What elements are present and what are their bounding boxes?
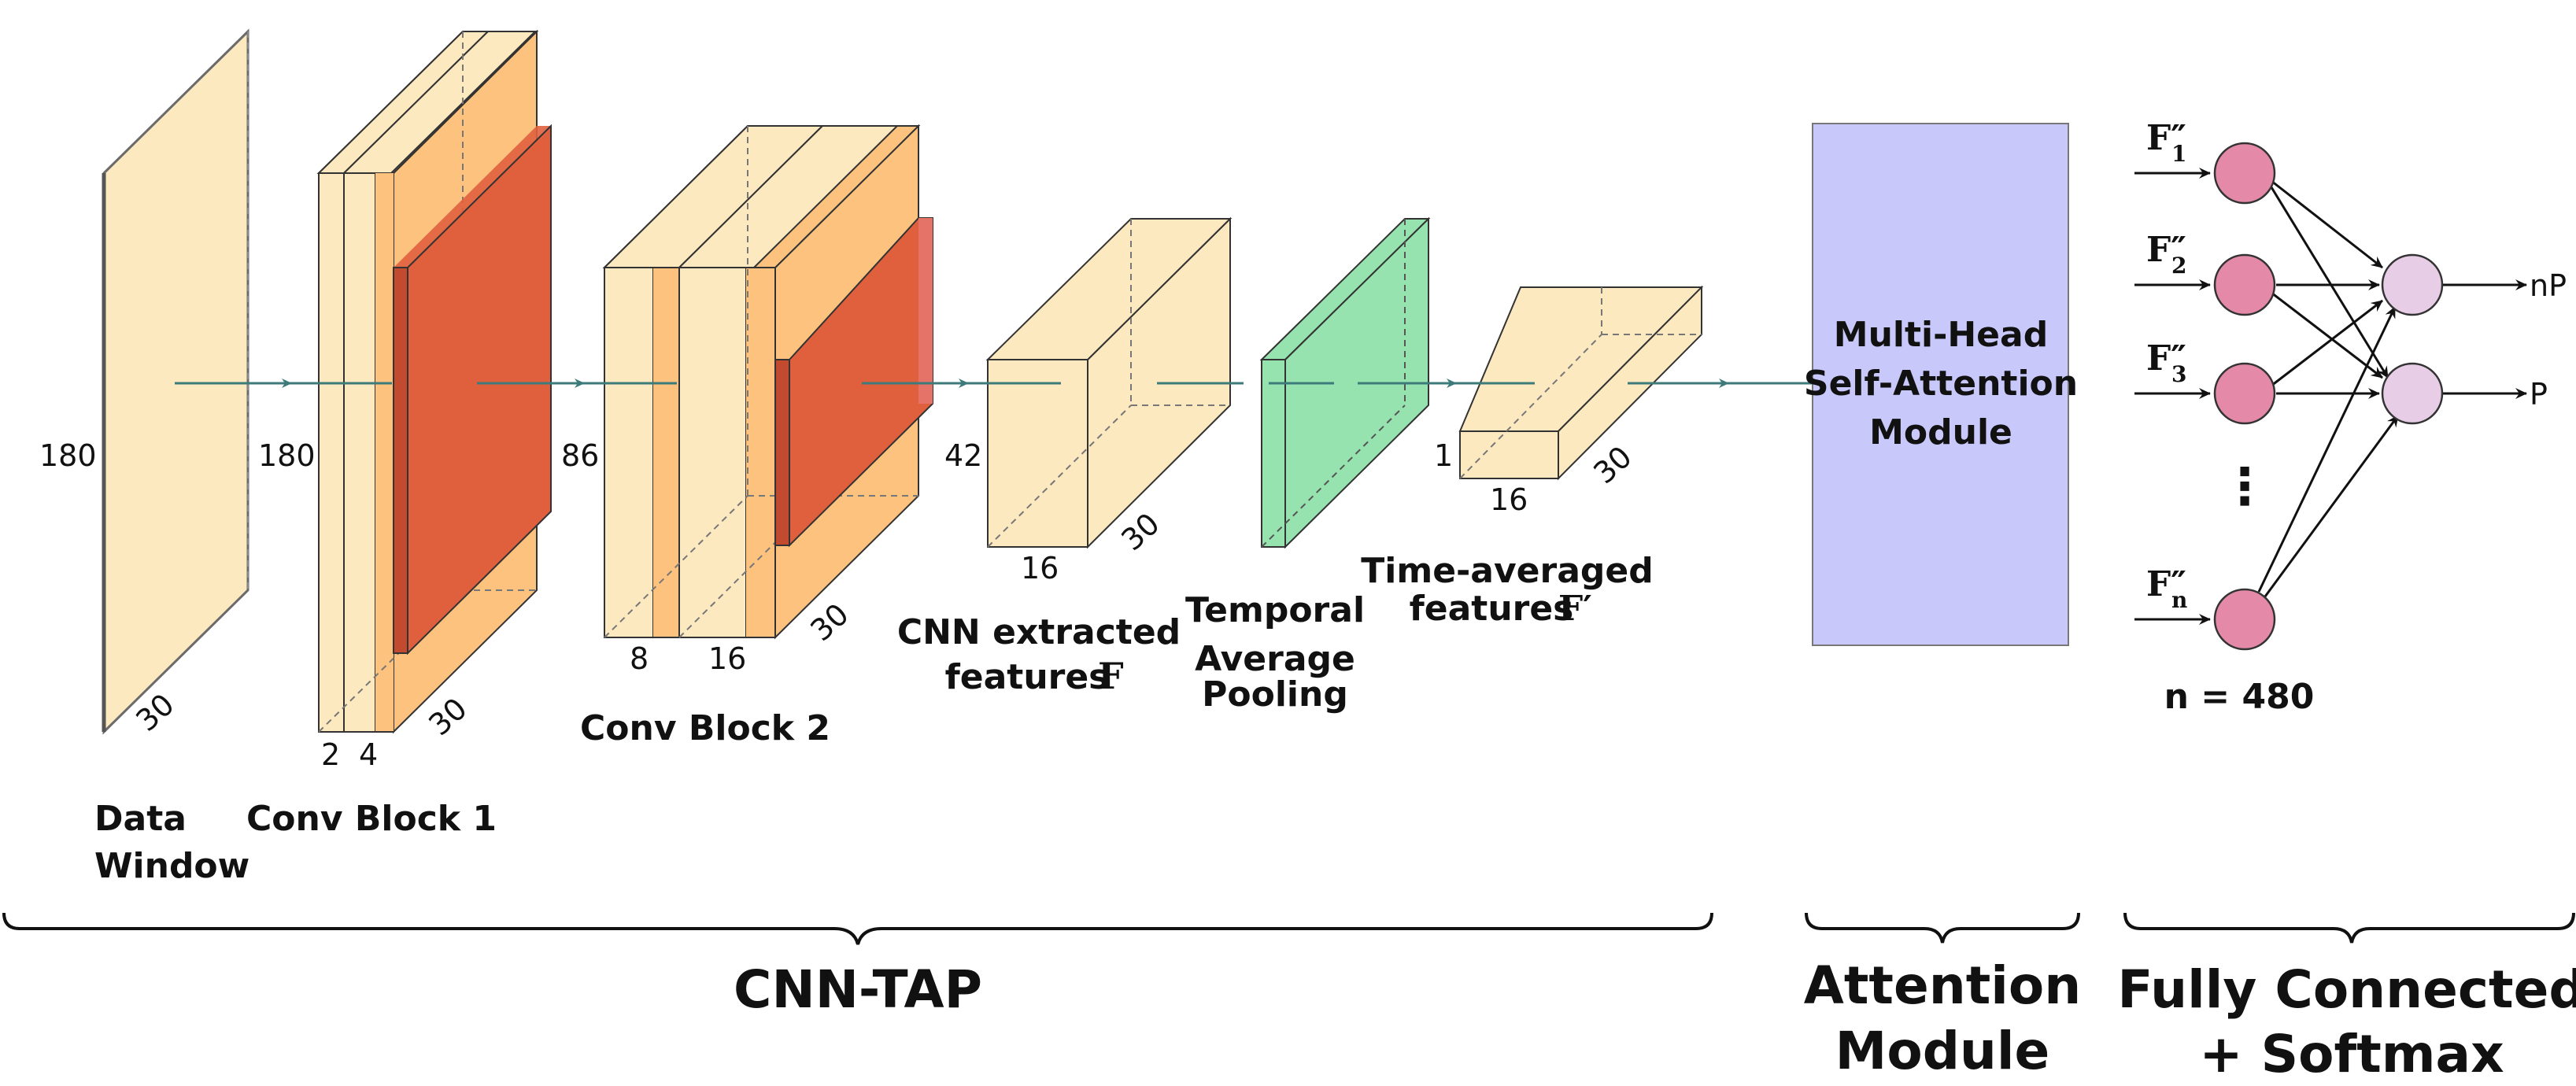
time-averaged-label-line1: Time-averaged xyxy=(1361,551,1654,591)
section-label-attention-line2: Module xyxy=(1835,1021,2050,1081)
temporal-pooling-label-line1: Temporal xyxy=(1185,590,1365,630)
conv-block-1-volume xyxy=(316,29,552,734)
input-node-2 xyxy=(2213,253,2276,316)
data-window-height-label: 180 xyxy=(39,438,97,473)
attention-module-box xyxy=(1812,123,2069,646)
time-averaged-symbol: F′ xyxy=(1558,589,1592,629)
data-window-label-line2: Window xyxy=(94,846,249,886)
fc-input-label-2: F″ xyxy=(2146,230,2186,270)
conv-block-2-depth-label: 30 xyxy=(804,597,855,648)
fc-input-subscript-1: 1 xyxy=(2171,141,2186,167)
output-label-p: P xyxy=(2530,377,2548,412)
cnn-features-label-line1: CNN extracted xyxy=(897,612,1181,652)
fc-ellipsis: ⋮ xyxy=(2219,458,2270,516)
conv-block-2-width-b-label: 16 xyxy=(708,641,746,676)
temporal-pooling-label-line2: Average xyxy=(1195,639,1355,679)
brace-attention xyxy=(1805,912,2080,944)
n-count-label: n = 480 xyxy=(2164,677,2315,717)
input-node-n xyxy=(2213,588,2276,651)
section-braces xyxy=(2,912,2575,945)
section-label-fc-line2: + Softmax xyxy=(2199,1024,2504,1084)
brace-cnn-tap xyxy=(2,912,1713,945)
temporal-pooling-slab xyxy=(1259,216,1431,549)
conv-block-1-depth-label: 30 xyxy=(422,691,473,742)
data-window-slab xyxy=(102,28,249,735)
cnn-features-height-label: 42 xyxy=(944,438,982,473)
attention-module-line1: Multi-Head xyxy=(1834,315,2048,355)
fc-input-subscript-3: 3 xyxy=(2171,361,2186,387)
conv-block-2-width-a-label: 8 xyxy=(630,641,649,676)
conv-block-2-volume xyxy=(602,124,933,640)
output-label-np: nP xyxy=(2530,268,2567,303)
data-window-label-line1: Data xyxy=(94,799,187,839)
fc-input-subscript-n: n xyxy=(2171,587,2187,613)
input-node-3 xyxy=(2213,362,2276,425)
temporal-pooling-label-line3: Pooling xyxy=(1202,674,1348,715)
fc-input-subscript-2: 2 xyxy=(2171,253,2186,279)
section-label-cnn-tap: CNN-TAP xyxy=(734,959,982,1020)
conv-block-2-height-label: 86 xyxy=(561,438,599,473)
attention-module-line3: Module xyxy=(1869,412,2012,452)
conv-block-1-width-b-label: 4 xyxy=(359,737,378,772)
fc-connections xyxy=(2134,168,2527,625)
time-averaged-height-label: 1 xyxy=(1434,438,1453,473)
time-averaged-width-label: 16 xyxy=(1490,482,1528,517)
fc-input-label-1: F″ xyxy=(2146,118,2186,158)
conv-block-2-label: Conv Block 2 xyxy=(580,708,830,748)
cnn-features-width-label: 16 xyxy=(1021,551,1059,585)
cnn-features-label-line2: features xyxy=(945,657,1110,697)
time-averaged-label-line2: features xyxy=(1410,589,1574,629)
cnn-features-depth-label: 30 xyxy=(1114,506,1166,557)
section-label-attention-line1: Attention xyxy=(1804,955,2081,1016)
attention-module-line2: Self-Attention xyxy=(1804,364,2078,404)
section-label-fc-line1: Fully Connected xyxy=(2117,959,2576,1020)
fc-input-label-n: F″ xyxy=(2146,564,2186,604)
brace-fc xyxy=(2123,912,2575,944)
conv-block-1-width-a-label: 2 xyxy=(321,737,340,772)
input-node-1 xyxy=(2213,142,2276,205)
output-node-np xyxy=(2381,253,2444,316)
output-node-p xyxy=(2381,362,2444,425)
conv-block-1-height-label: 180 xyxy=(258,438,316,473)
time-averaged-depth-label: 30 xyxy=(1587,439,1638,490)
cnn-features-symbol: F xyxy=(1098,655,1124,697)
fc-input-label-3: F″ xyxy=(2146,338,2186,379)
conv-block-1-label: Conv Block 1 xyxy=(246,799,497,839)
